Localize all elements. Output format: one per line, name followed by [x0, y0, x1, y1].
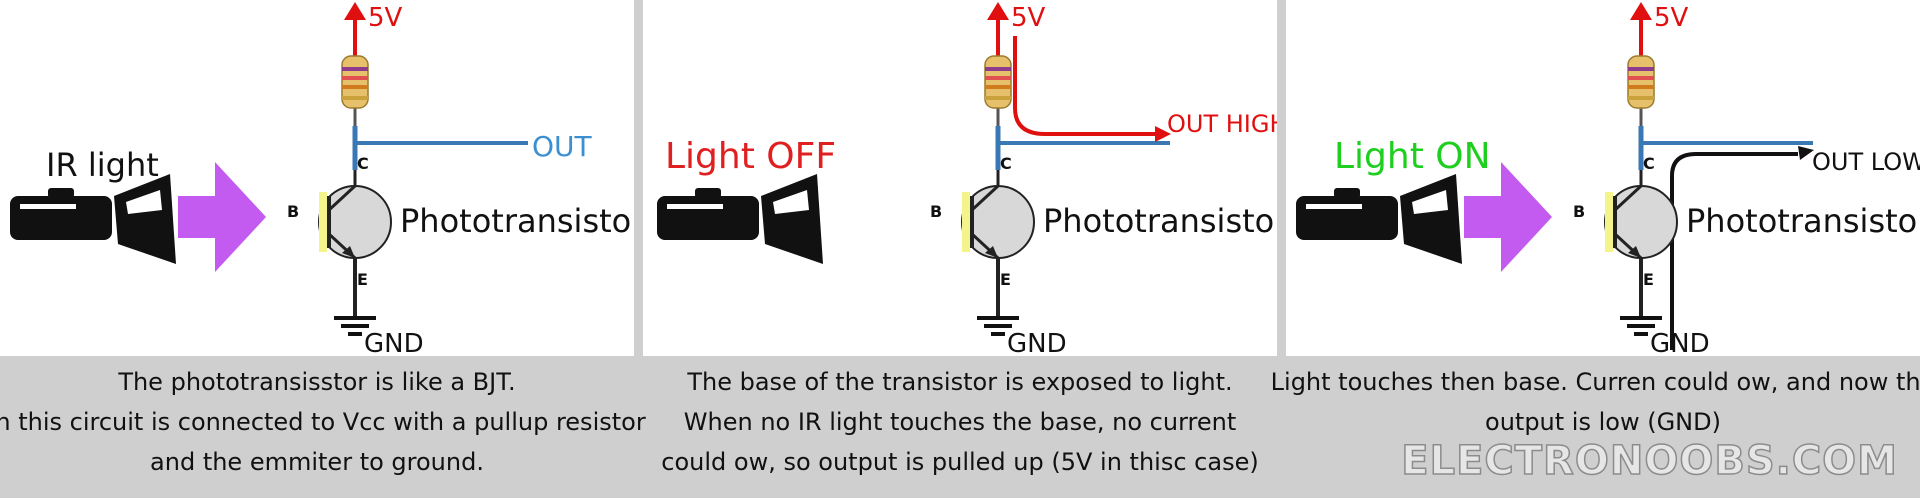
- current-path: [1013, 36, 1155, 136]
- flashlight-highlight: [1306, 204, 1362, 209]
- device-label: Phototransistor: [400, 202, 634, 240]
- resistor-icon: [1627, 55, 1655, 109]
- caption-line: output is low (GND): [1485, 408, 1721, 436]
- resistor-band: [342, 96, 368, 100]
- emitter-label: E: [1000, 270, 1011, 289]
- base-label: B: [1573, 202, 1585, 221]
- panel-1-circuit: 5V OUT C B E: [10, 2, 634, 356]
- flashlight-highlight: [667, 204, 723, 209]
- flashlight-highlight: [20, 204, 76, 209]
- caption-line: The phototransisstor is like a BJT.: [118, 368, 516, 396]
- resistor-band: [342, 85, 368, 89]
- flashlight-head-icon: [1400, 174, 1462, 264]
- collector-leg: [970, 184, 1000, 212]
- resistor-band: [985, 85, 1011, 89]
- ground-label: GND: [1650, 329, 1710, 356]
- base-glow: [1605, 192, 1613, 252]
- panel-2-circuit: 5V OUT HIGH C B E: [657, 2, 1277, 356]
- flashlight-icon: [657, 196, 759, 240]
- current-path: [1670, 152, 1798, 350]
- panel-light-off: 5V OUT HIGH C B E: [643, 0, 1277, 476]
- source-label: Light OFF: [665, 136, 836, 177]
- base-label: B: [287, 202, 299, 221]
- resistor-icon: [984, 55, 1012, 109]
- device-label: Phototransistor: [1043, 202, 1277, 240]
- flashlight-button: [48, 188, 74, 198]
- resistor-band: [1628, 96, 1654, 100]
- flashlight-head-icon: [114, 174, 176, 264]
- device-label: Phototransistor: [1686, 202, 1920, 240]
- resistor-band: [342, 76, 368, 80]
- ground-label: GND: [1007, 329, 1067, 356]
- source-label: Light ON: [1334, 136, 1491, 177]
- caption-line: The base of the transistor is exposed to…: [687, 368, 1233, 396]
- emitter-arrow-icon: [342, 246, 355, 258]
- supply-arrow-icon: [987, 2, 1009, 20]
- emitter-label: E: [357, 270, 368, 289]
- current-arrow-icon: [1155, 126, 1171, 142]
- collector-label: C: [357, 154, 369, 173]
- caption-line: When no IR light touches the base, no cu…: [683, 408, 1237, 436]
- current-arrow-icon: [1798, 146, 1814, 160]
- caption-panel-2: The base of the transistor is exposed to…: [643, 362, 1277, 496]
- panel-light-on: 5V OUT LOW C B E: [1271, 0, 1920, 436]
- resistor-band: [985, 67, 1011, 71]
- supply-label: 5V: [1011, 3, 1046, 33]
- out-label: OUT LOW: [1812, 148, 1920, 176]
- base-glow: [962, 192, 970, 252]
- source-label: IR light: [46, 146, 159, 184]
- base-label: B: [930, 202, 942, 221]
- caption-panel-3: Light touches then base. Curren could ow…: [1271, 362, 1920, 496]
- flashlight-reflector: [773, 190, 809, 214]
- resistor-icon: [341, 55, 369, 109]
- emitter-arrow-icon: [985, 246, 998, 258]
- ir-beam-arrow-icon: [178, 162, 266, 272]
- caption-line: could ow, so output is pulled up (5V in …: [661, 448, 1259, 476]
- caption-line: and the emmiter to ground.: [150, 448, 484, 476]
- flashlight-icon: [1296, 196, 1398, 240]
- resistor-band: [342, 67, 368, 71]
- out-label: OUT HIGH: [1167, 110, 1277, 138]
- ground-label: GND: [364, 329, 424, 356]
- resistor-band: [985, 76, 1011, 80]
- collector-leg: [327, 184, 357, 212]
- supply-label: 5V: [1654, 3, 1689, 33]
- flashlight-reflector: [1412, 190, 1448, 214]
- flashlight-button: [1334, 188, 1360, 198]
- resistor-band: [1628, 76, 1654, 80]
- watermark-logo: ELECTRONOOBS.COM: [1401, 437, 1898, 485]
- base-glow: [319, 192, 327, 252]
- supply-arrow-icon: [1630, 2, 1652, 20]
- flashlight-button: [695, 188, 721, 198]
- resistor-band: [1628, 67, 1654, 71]
- supply-arrow-icon: [344, 2, 366, 20]
- supply-label: 5V: [368, 3, 403, 33]
- collector-leg: [1613, 184, 1643, 212]
- panel-ir-light: 5V OUT C B E: [0, 0, 646, 476]
- caption-line: Light touches then base. Curren could ow…: [1270, 368, 1920, 396]
- caption-line: In this circuit is connected to Vcc with…: [0, 408, 646, 436]
- flashlight-head-icon: [761, 174, 823, 264]
- resistor-band: [1628, 85, 1654, 89]
- collector-label: C: [1000, 154, 1012, 173]
- flashlight-icon: [10, 196, 112, 240]
- resistor-band: [985, 96, 1011, 100]
- collector-label: C: [1643, 154, 1655, 173]
- emitter-label: E: [1643, 270, 1654, 289]
- caption-panel-1: The phototransisstor is like a BJT. In t…: [0, 362, 646, 496]
- ir-beam-arrow-icon: [1464, 162, 1552, 272]
- flashlight-reflector: [126, 190, 162, 214]
- emitter-arrow-icon: [1628, 246, 1641, 258]
- out-label: OUT: [532, 130, 593, 163]
- panel-3-circuit: 5V OUT LOW C B E: [1296, 2, 1920, 356]
